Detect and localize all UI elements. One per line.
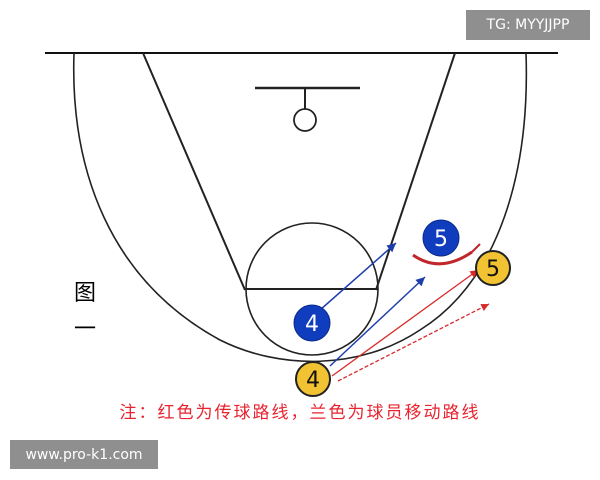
player-blue-4: 4 [293,304,331,342]
pass-route-corner [337,303,490,382]
figure-label: 图 一 [70,276,100,348]
pass-route-wing [331,269,479,377]
lane-line-left [142,52,246,291]
three-point-arc [72,52,528,363]
move-route-cut [329,276,426,367]
player-yellow-4-number: 4 [306,368,320,393]
hoop [293,108,317,132]
watermark-site: www.pro-k1.com [10,440,158,469]
defender-arc-tick [471,243,481,253]
player-blue-5: 5 [422,219,460,257]
figure-label-char-1: 图 [73,281,96,306]
player-yellow-5-number: 5 [486,257,500,282]
figure-label-char-2: 一 [73,317,96,342]
player-blue-5-number: 5 [434,227,448,252]
watermark-tag: TG: MYYJJPP [466,10,590,40]
route-legend-note: 注：红色为传球路线，兰色为球员移动路线 [119,403,481,423]
player-blue-4-number: 4 [305,312,319,337]
defender-arc [412,250,473,266]
player-yellow-4: 4 [295,361,331,397]
player-yellow-5: 5 [475,250,511,286]
move-route-center [319,242,397,311]
